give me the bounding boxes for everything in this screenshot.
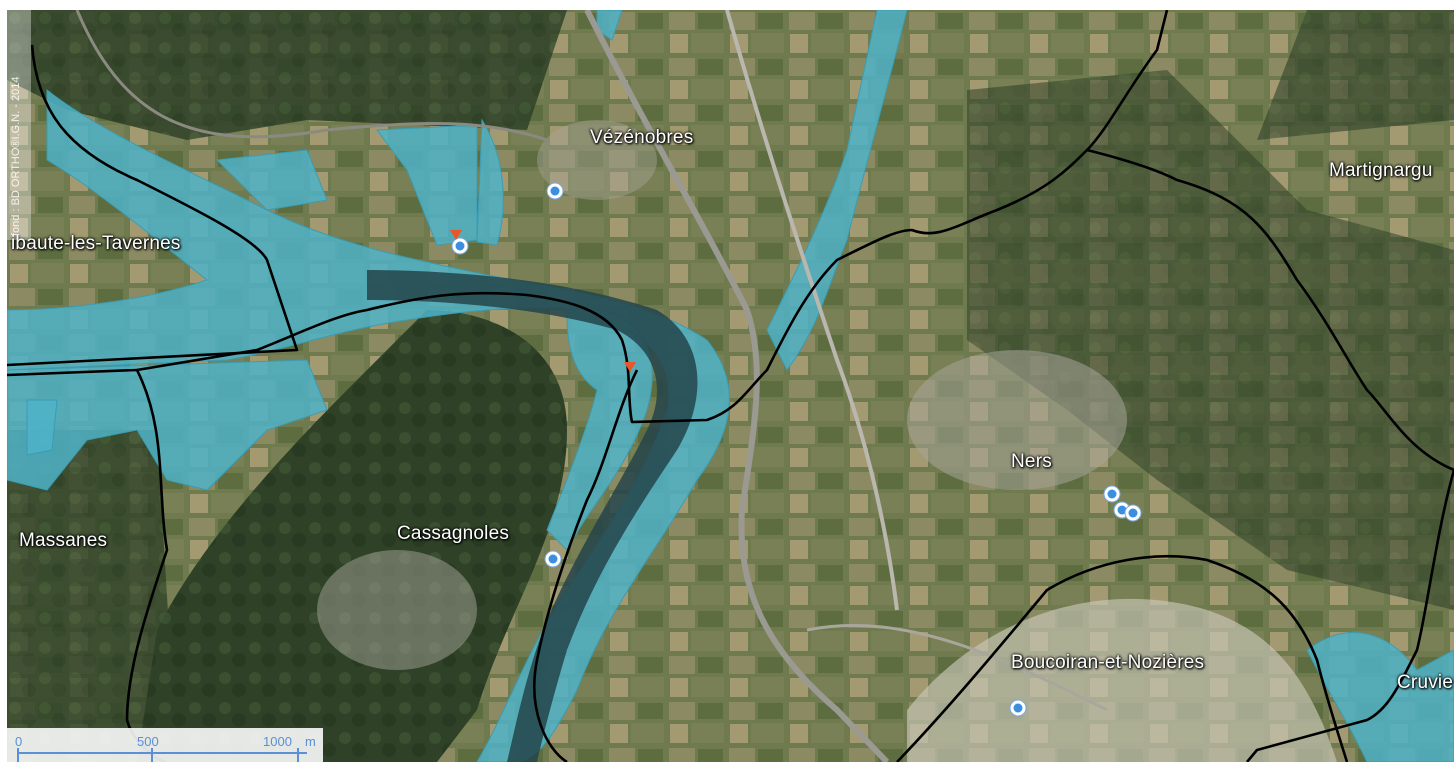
- place-label-cruviers: Cruvie: [1397, 672, 1454, 693]
- flood-zone: [7, 359, 328, 491]
- commune-boundary: [1086, 148, 1454, 472]
- scale-line: [17, 752, 307, 754]
- village-area: [907, 350, 1127, 490]
- credit-text: fond : BD ORTHO®I.G.N. - 2014: [10, 76, 22, 236]
- forest-area: [137, 310, 567, 762]
- village-area: [537, 120, 657, 200]
- map-credit: fond : BD ORTHO®I.G.N. - 2014: [7, 10, 31, 240]
- commune-boundary: [896, 555, 1349, 762]
- place-label-boucoiran: Boucoiran-et-Nozières: [1011, 652, 1205, 673]
- forest-area: [1257, 10, 1454, 140]
- place-label-martignargues: Martignargu: [1329, 160, 1433, 181]
- place-label-massanes: Massanes: [19, 530, 108, 551]
- river-bed: [907, 598, 1337, 762]
- flood-zone: [1306, 632, 1454, 762]
- place-label-cassagnoles: Cassagnoles: [397, 523, 510, 544]
- location-marker-icon[interactable]: [1009, 699, 1027, 717]
- warning-flag-icon[interactable]: [624, 362, 636, 372]
- location-marker-icon[interactable]: [1124, 504, 1142, 522]
- commune-boundary: [136, 10, 1169, 424]
- scale-tick: [17, 748, 19, 762]
- flood-zone: [7, 88, 730, 762]
- flood-zone: [215, 149, 328, 211]
- scale-tick: [297, 748, 299, 762]
- scale-label-500: 500: [137, 734, 159, 749]
- location-marker-icon[interactable]: [544, 550, 562, 568]
- scale-bar: 0 500 1000 m: [7, 728, 323, 762]
- warning-flag-icon[interactable]: [450, 230, 462, 240]
- forest-area: [7, 430, 177, 762]
- location-marker-icon[interactable]: [1103, 485, 1121, 503]
- place-label-ners: Ners: [1011, 451, 1052, 472]
- commune-boundary: [1246, 469, 1454, 762]
- scale-label-1000: 1000: [263, 734, 292, 749]
- road: [806, 623, 1108, 712]
- place-label-vezenobres: Vézénobres: [590, 127, 694, 148]
- commune-boundary: [7, 44, 299, 367]
- flood-zone: [26, 399, 58, 456]
- village-area: [317, 550, 477, 670]
- road: [75, 10, 548, 142]
- flood-zone: [476, 118, 504, 246]
- location-marker-icon[interactable]: [451, 237, 469, 255]
- railway: [725, 10, 899, 611]
- map-view[interactable]: Vézénobres Martignargu ibaute-les-Tavern…: [7, 10, 1454, 762]
- commune-boundaries: [7, 10, 1454, 762]
- map-base-layer: [7, 10, 1454, 762]
- scale-label-0: 0: [15, 734, 23, 749]
- scale-tick: [151, 748, 153, 762]
- forest-area: [967, 70, 1454, 610]
- commune-boundary: [533, 369, 639, 762]
- scale-unit: m: [305, 734, 316, 749]
- location-marker-icon[interactable]: [546, 182, 564, 200]
- highway: [584, 10, 890, 762]
- river-channel: [367, 270, 698, 762]
- place-label-tavernes: ibaute-les-Tavernes: [11, 233, 181, 254]
